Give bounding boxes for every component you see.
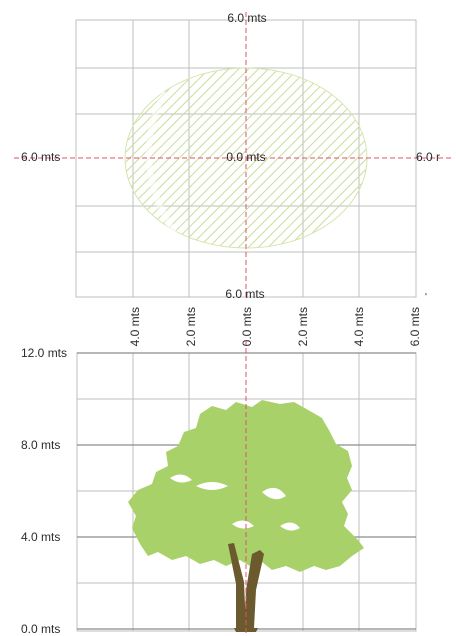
- elevation-y-labels: 12.0 mts 8.0 mts 4.0 mts 0.0 mts: [21, 346, 67, 636]
- foliage-gaps: [170, 474, 300, 531]
- elevation-view: 12.0 mts 8.0 mts 4.0 mts 0.0 mts: [21, 340, 417, 636]
- plan-corner-mark: ': [425, 292, 427, 303]
- x-label-4-right: 4.0 mts: [352, 307, 366, 346]
- x-label-6-right: 6.0 mts: [408, 307, 422, 346]
- y-label-12: 12.0 mts: [21, 346, 67, 360]
- plan-view: 6.0 mts 6.0 mts 0.0 mts 6.0 r 6.0 mts ': [14, 11, 452, 303]
- x-label-2-right: 2.0 mts: [296, 307, 310, 346]
- y-label-4: 4.0 mts: [21, 530, 60, 544]
- y-label-8: 8.0 mts: [21, 438, 60, 452]
- plan-label-top: 6.0 mts: [227, 11, 266, 25]
- plan-label-bottom: 6.0 mts: [225, 287, 264, 301]
- y-label-0: 0.0 mts: [21, 622, 60, 636]
- plan-axes: [14, 12, 452, 300]
- x-label-0: 0.0 mts: [240, 307, 254, 346]
- plan-label-center: 0.0 mts: [226, 150, 265, 164]
- plan-label-right: 6.0 r: [416, 150, 440, 164]
- x-axis-labels: 4.0 mts 2.0 mts 0.0 mts 2.0 mts 4.0 mts …: [128, 307, 422, 346]
- x-label-2-left: 2.0 mts: [184, 307, 198, 346]
- x-label-4-left: 4.0 mts: [128, 307, 142, 346]
- plan-label-left: 6.0 mts: [21, 150, 60, 164]
